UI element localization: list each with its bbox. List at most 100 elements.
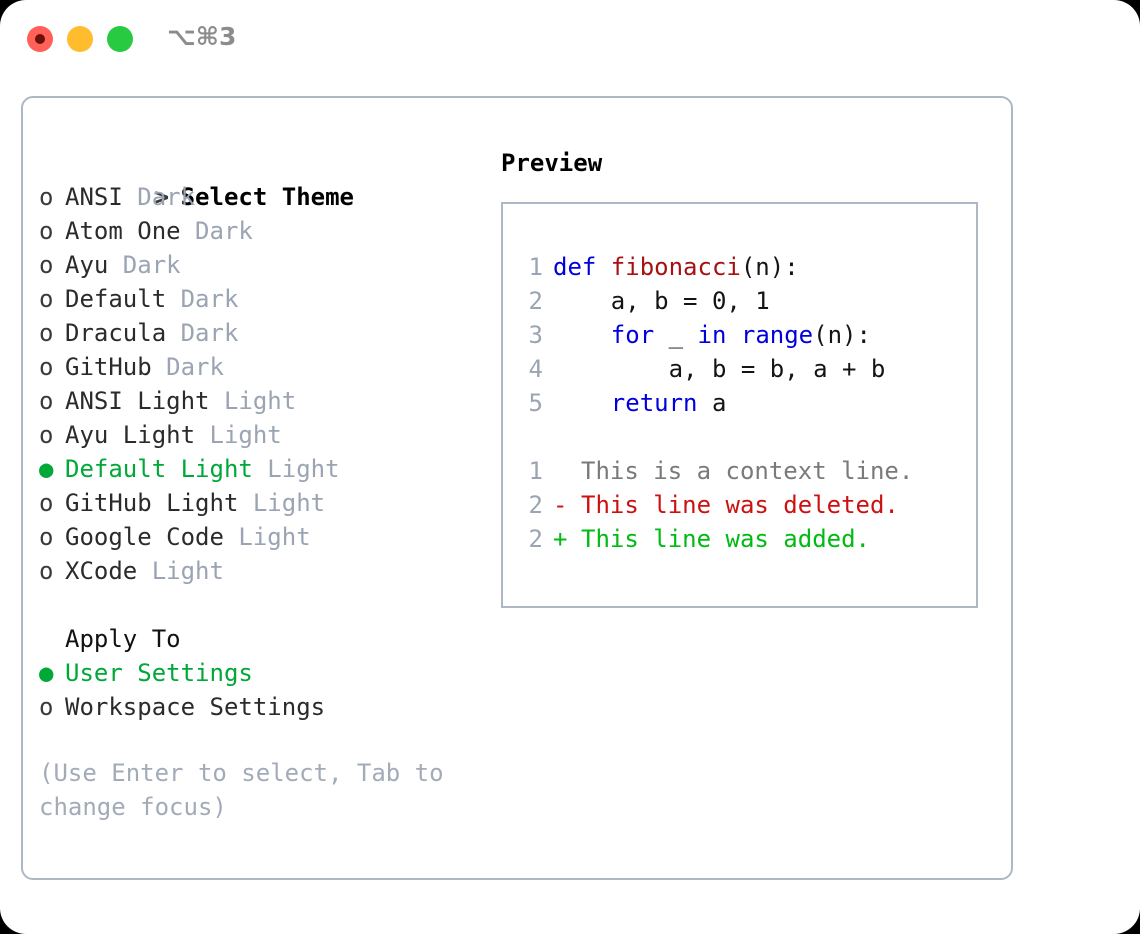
theme-name-label: Google Code	[65, 523, 224, 551]
line-number: 2	[528, 287, 543, 315]
theme-name-label: Dracula	[65, 319, 167, 347]
radio-unselected-icon: o	[39, 183, 54, 211]
code-token	[726, 321, 740, 349]
radio-selected-icon: ●	[39, 455, 54, 483]
line-number: 2	[528, 525, 543, 553]
theme-name-label: GitHub Light	[65, 489, 239, 517]
theme-list-item[interactable]: o Google Code Light	[39, 520, 489, 554]
theme-list-item[interactable]: o GitHub Light Light	[39, 486, 489, 520]
page-title: Select Theme	[180, 183, 354, 211]
theme-name-label: GitHub	[65, 353, 152, 381]
radio-unselected-icon: o	[39, 421, 54, 449]
code-token: a, b = b, a + b	[553, 355, 886, 383]
code-token: a, b = 0, 1	[553, 287, 770, 315]
theme-category-label: Dark	[108, 251, 181, 279]
apply-to-item[interactable]: o Workspace Settings	[39, 690, 489, 724]
code-token: range	[740, 321, 814, 349]
code-token: for	[610, 321, 655, 349]
code-token: in	[697, 321, 727, 349]
maximize-button-icon[interactable]	[107, 26, 133, 52]
code-token: (n):	[813, 321, 871, 349]
code-token	[553, 389, 611, 417]
radio-unselected-icon: o	[39, 523, 54, 551]
diff-marker	[553, 454, 581, 488]
diff-text: This is a context line.	[581, 457, 914, 485]
keyboard-shortcut-label: ⌥⌘3	[167, 22, 237, 51]
apply-to-label: Workspace Settings	[65, 693, 326, 721]
apply-to-label: User Settings	[65, 659, 253, 687]
diff-gap	[517, 420, 970, 454]
code-line: 2 a, b = 0, 1	[517, 284, 970, 318]
theme-category-label: Light	[223, 523, 311, 551]
theme-name-label: Atom One	[65, 217, 181, 245]
theme-category-label: Light	[137, 557, 224, 585]
code-token	[553, 321, 611, 349]
line-number: 3	[528, 321, 543, 349]
radio-unselected-icon: o	[39, 387, 54, 415]
code-token: _	[654, 321, 698, 349]
theme-name-label: ANSI	[65, 183, 123, 211]
preview-title: Preview	[501, 149, 603, 177]
line-number: 4	[528, 355, 543, 383]
radio-unselected-icon: o	[39, 319, 54, 347]
theme-category-label: Light	[195, 421, 282, 449]
theme-name-label: Ayu Light	[65, 421, 196, 449]
radio-selected-icon: ●	[39, 659, 54, 687]
theme-list-item[interactable]: o GitHub Dark	[39, 350, 489, 384]
radio-unselected-icon: o	[39, 489, 54, 517]
theme-category-label: Dark	[166, 285, 239, 313]
diff-marker: -	[553, 491, 568, 519]
minimize-button-icon[interactable]	[67, 26, 93, 52]
section-spacer	[39, 588, 489, 622]
heading-caret-icon: >	[154, 183, 170, 211]
theme-name-label: XCode	[65, 557, 138, 585]
theme-category-label: Light	[238, 489, 326, 517]
theme-list-item[interactable]: o Default Dark	[39, 282, 489, 316]
diff-line: 1 This is a context line.	[517, 454, 970, 488]
theme-category-label: Dark	[151, 353, 224, 381]
code-line: 4 a, b = b, a + b	[517, 352, 970, 386]
radio-unselected-icon: o	[39, 353, 54, 381]
theme-list-item[interactable]: o Ayu Light Light	[39, 418, 489, 452]
theme-name-label: Default	[65, 285, 167, 313]
diff-marker: +	[553, 525, 568, 553]
line-number: 2	[528, 491, 543, 519]
theme-list-item[interactable]: o Ayu Dark	[39, 248, 489, 282]
line-number: 1	[528, 253, 543, 281]
code-token: a	[697, 389, 727, 417]
code-token: return	[610, 389, 698, 417]
diff-line: 2 + This line was added.	[517, 522, 970, 556]
theme-name-label: Default Light	[65, 455, 253, 483]
apply-to-item[interactable]: ● User Settings	[39, 656, 489, 690]
radio-unselected-icon: o	[39, 251, 54, 279]
theme-list-item[interactable]: ● Default Light Light	[39, 452, 489, 486]
line-number: 5	[528, 389, 543, 417]
diff-lines: 1 This is a context line. 2-This line was…	[517, 454, 970, 556]
theme-category-label: Light	[209, 387, 297, 415]
keyboard-hint-text: (Use Enter to select, Tab to change focu…	[39, 759, 444, 821]
theme-category-label: Light	[252, 455, 340, 483]
diff-text: This line was added.	[581, 525, 870, 553]
theme-name-label: Ayu	[65, 251, 109, 279]
theme-picker-heading: > Select Theme	[39, 146, 489, 211]
apply-to-heading: Apply To	[65, 625, 181, 653]
close-dot-icon	[35, 34, 45, 44]
radio-unselected-icon: o	[39, 693, 54, 721]
radio-unselected-icon: o	[39, 285, 54, 313]
diff-text: This line was deleted.	[581, 491, 899, 519]
line-number: 1	[528, 457, 543, 485]
code-token: (n):	[740, 253, 799, 281]
